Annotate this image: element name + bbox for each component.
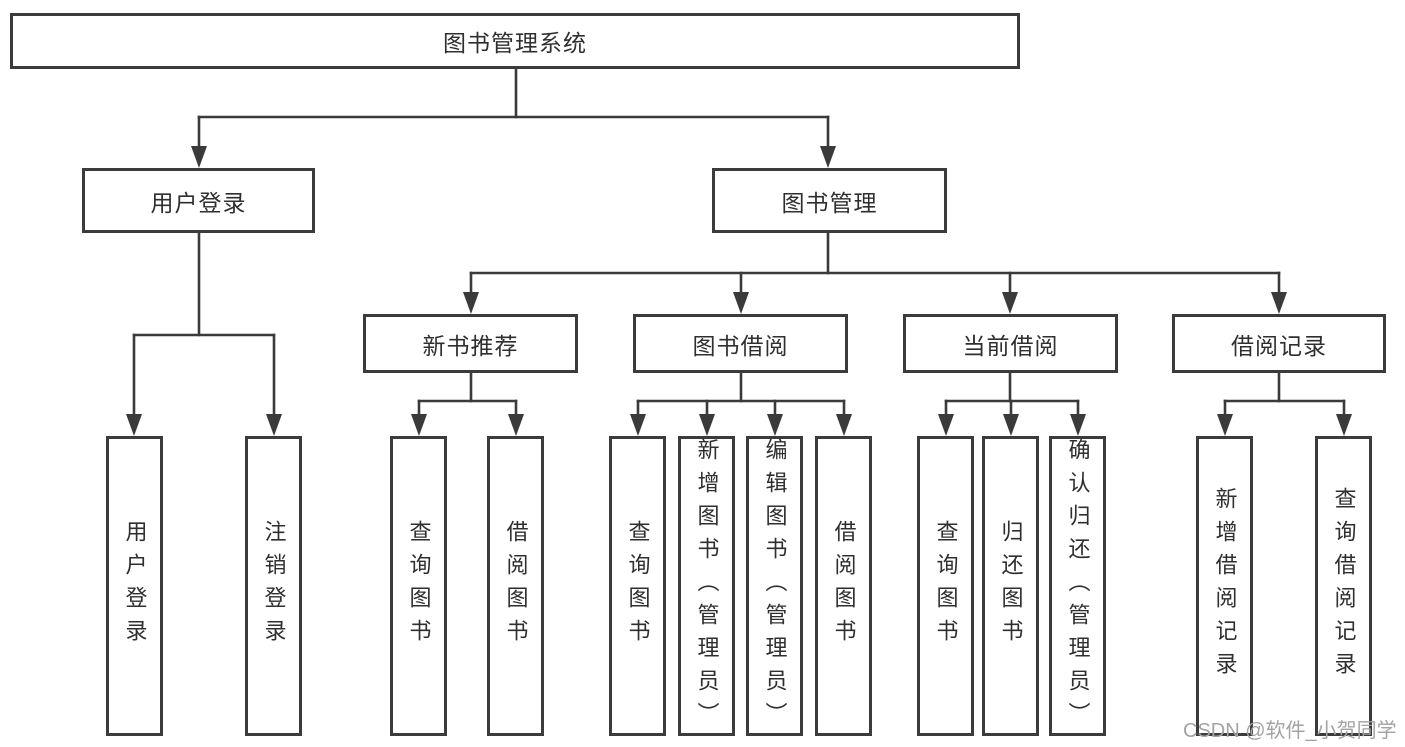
arrow-down-icon — [820, 146, 836, 168]
leaf-label: 借阅图书 — [503, 520, 529, 652]
connector-new-rec-to-leaves — [411, 371, 524, 436]
arrow-down-icon — [1002, 292, 1018, 314]
node-current-borrow: 当前借阅 — [903, 314, 1118, 373]
leaf-cb-confirm-return: 确认归还（管理员） — [1049, 436, 1106, 736]
arrow-down-icon — [767, 414, 783, 436]
leaf-label: 用户登录 — [122, 520, 148, 652]
arrow-down-icon — [1271, 292, 1287, 314]
leaf-bb-query-book: 查询图书 — [609, 436, 666, 736]
leaf-user-login: 用户登录 — [106, 436, 163, 736]
node-book-borrow: 图书借阅 — [633, 314, 848, 373]
arrow-down-icon — [938, 414, 954, 436]
leaf-logout: 注销登录 — [245, 436, 302, 736]
arrow-down-icon — [508, 414, 524, 436]
arrow-down-icon — [411, 414, 427, 436]
arrow-down-icon — [266, 414, 282, 436]
node-borrow-record: 借阅记录 — [1172, 314, 1386, 373]
leaf-bb-borrow-book: 借阅图书 — [815, 436, 872, 736]
leaf-label: 查询图书 — [406, 520, 432, 652]
leaf-cb-query-book: 查询图书 — [917, 436, 974, 736]
connector-current-borrow-to-leaves — [938, 371, 1086, 436]
leaf-rec-query-book: 查询图书 — [390, 436, 447, 736]
arrow-down-icon — [836, 414, 852, 436]
leaf-label: 新增图书（管理员） — [694, 437, 720, 735]
leaf-label: 查询图书 — [625, 520, 651, 652]
arrow-down-icon — [1070, 414, 1086, 436]
node-user-login: 用户登录 — [82, 168, 315, 233]
leaf-label: 注销登录 — [261, 520, 287, 652]
leaf-rec-borrow-book: 借阅图书 — [487, 436, 544, 736]
leaf-cb-return-book: 归还图书 — [982, 436, 1039, 736]
leaf-label: 编辑图书（管理员） — [762, 437, 788, 735]
connector-root-to-level2 — [191, 67, 836, 168]
leaf-br-add-record: 新增借阅记录 — [1196, 436, 1253, 736]
node-root: 图书管理系统 — [10, 13, 1020, 69]
leaf-label: 查询借阅记录 — [1331, 487, 1357, 685]
arrow-down-icon — [733, 292, 749, 314]
connector-book-mgmt-to-level3 — [463, 231, 1287, 314]
leaf-label: 查询图书 — [933, 520, 959, 652]
arrow-down-icon — [630, 414, 646, 436]
leaf-bb-add-book: 新增图书（管理员） — [678, 436, 735, 736]
arrow-down-icon — [463, 292, 479, 314]
arrow-down-icon — [191, 146, 207, 168]
leaf-label: 借阅图书 — [831, 520, 857, 652]
connector-book-borrow-to-leaves — [630, 371, 852, 436]
arrow-down-icon — [126, 414, 142, 436]
arrow-down-icon — [699, 414, 715, 436]
node-book-management: 图书管理 — [712, 168, 947, 233]
connector-borrow-record-to-leaves — [1217, 371, 1352, 436]
node-new-book-recommend: 新书推荐 — [363, 314, 578, 373]
leaf-label: 归还图书 — [998, 520, 1024, 652]
arrow-down-icon — [1336, 414, 1352, 436]
leaf-label: 确认归还（管理员） — [1065, 437, 1091, 735]
csdn-watermark: CSDN @软件_小贺同学 — [1183, 720, 1397, 742]
leaf-bb-edit-book: 编辑图书（管理员） — [746, 436, 803, 736]
leaf-label: 新增借阅记录 — [1212, 487, 1238, 685]
leaf-br-query-record: 查询借阅记录 — [1315, 436, 1372, 736]
arrow-down-icon — [1217, 414, 1233, 436]
connector-user-login-to-leaves — [126, 231, 282, 436]
arrow-down-icon — [1003, 414, 1019, 436]
